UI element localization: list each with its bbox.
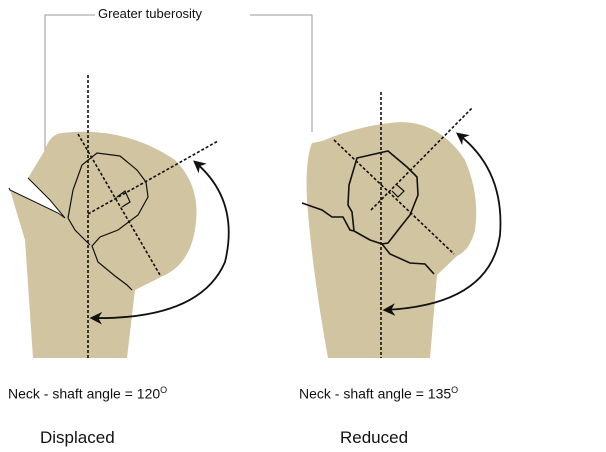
displaced-humerus <box>8 75 230 358</box>
angle-arrow <box>382 132 502 316</box>
angle-text: Neck - shaft angle = 135 <box>299 385 452 402</box>
reduced-humerus <box>301 92 502 358</box>
greater-tuberosity-label: Greater tuberosity <box>98 6 203 21</box>
displaced-angle-label: Neck - shaft angle = 120O <box>8 385 167 402</box>
greater-tuberosity-leader <box>44 14 313 160</box>
fracture-gap <box>8 177 66 219</box>
angle-text: Neck - shaft angle = 120 <box>8 385 161 402</box>
bone-shape <box>306 122 477 358</box>
degree-symbol: O <box>160 385 168 395</box>
reduced-angle-label: Neck - shaft angle = 135O <box>299 385 458 402</box>
bone-shape <box>10 131 197 358</box>
degree-symbol: O <box>451 385 459 395</box>
displaced-label: Displaced <box>40 428 115 447</box>
angle-arrow <box>89 160 230 325</box>
reduced-label: Reduced <box>340 428 409 447</box>
